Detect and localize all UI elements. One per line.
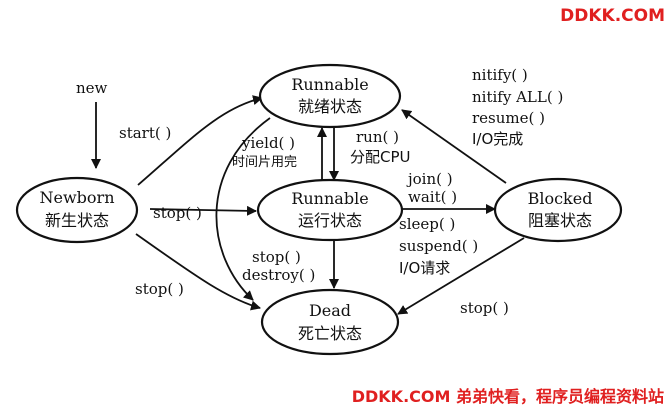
- label-join: join( ): [406, 170, 453, 188]
- node-runnable-label-zh: 就绪状态: [298, 97, 362, 116]
- label-time-slice: 时间片用完: [232, 155, 297, 170]
- edge-newborn-to-dead: [135, 233, 261, 311]
- edge-blocked-to-runnable: [401, 109, 507, 184]
- node-runnable: Runnable 就绪状态: [258, 63, 402, 129]
- watermark-bottom: DDKK.COM 弟弟快看，程序员编程资料站: [352, 387, 664, 406]
- node-running-label-zh: 运行状态: [298, 211, 362, 230]
- edge-newborn-to-runnable: [137, 95, 263, 186]
- label-new: new: [76, 79, 108, 97]
- label-notify-all: nitify ALL( ): [472, 88, 563, 106]
- node-dead-label-en: Dead: [309, 301, 351, 320]
- label-run: run( ): [356, 128, 399, 146]
- label-assign-cpu: 分配CPU: [350, 148, 411, 166]
- edge-runnable-to-dead: [215, 117, 271, 301]
- node-dead-label-zh: 死亡状态: [298, 324, 362, 343]
- node-newborn-label-en: Newborn: [40, 188, 115, 207]
- node-blocked-label-zh: 阻塞状态: [528, 211, 592, 230]
- node-blocked-label-en: Blocked: [528, 189, 593, 208]
- node-blocked: Blocked 阻塞状态: [493, 177, 623, 243]
- label-stop-running-dead: stop( ): [252, 248, 301, 266]
- node-running-label-en: Runnable: [291, 189, 368, 208]
- label-stop-newborn-dead: stop( ): [135, 280, 184, 298]
- node-newborn-label-zh: 新生状态: [45, 211, 109, 230]
- label-suspend: suspend( ): [399, 237, 478, 255]
- label-start: start( ): [119, 124, 171, 142]
- edge-blocked-to-dead: [397, 237, 525, 315]
- label-notify: nitify( ): [472, 66, 528, 84]
- node-newborn: Newborn 新生状态: [15, 176, 139, 244]
- label-yield: yield( ): [241, 134, 295, 152]
- label-stop-newborn-running: stop( ): [153, 204, 202, 222]
- node-runnable-label-en: Runnable: [291, 75, 368, 94]
- label-stop-blocked-dead: stop( ): [460, 299, 509, 317]
- node-dead: Dead 死亡状态: [260, 288, 400, 356]
- watermark-top: DDKK.COM: [560, 6, 665, 26]
- node-running: Runnable 运行状态: [256, 178, 404, 242]
- label-io-done: I/O完成: [472, 130, 523, 148]
- label-destroy: destroy( ): [242, 266, 315, 284]
- edge-newborn-to-running: [149, 205, 257, 216]
- label-io-request: I/O请求: [399, 259, 450, 277]
- label-wait: wait( ): [408, 188, 457, 206]
- label-resume: resume( ): [472, 109, 545, 127]
- label-sleep: sleep( ): [399, 215, 455, 233]
